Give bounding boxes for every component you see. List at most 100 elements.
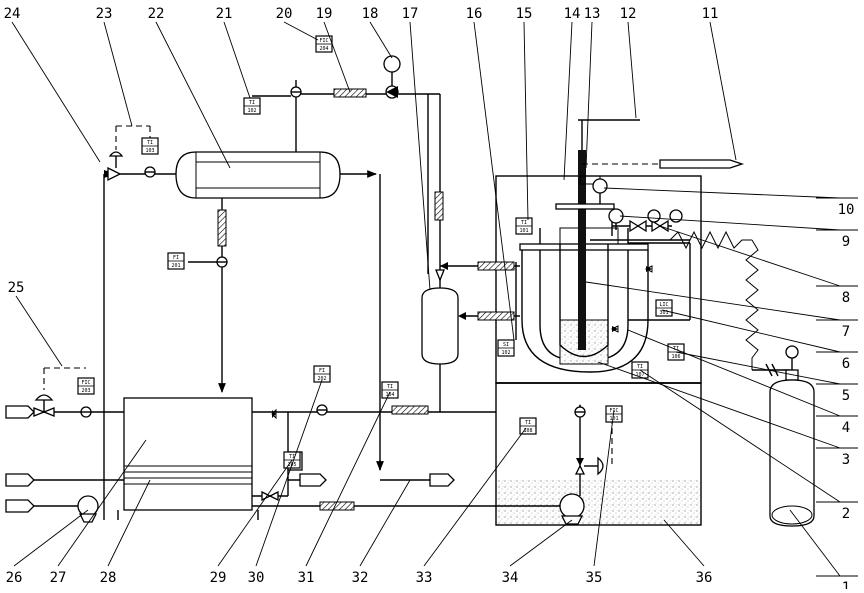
instrument-tag-text: 204 xyxy=(319,46,328,52)
callout-number: 20 xyxy=(276,6,293,22)
instrument-tag-ti_flow: TI 102 xyxy=(244,98,260,114)
gauge-10-icon xyxy=(593,179,607,193)
callout-number: 16 xyxy=(466,6,483,22)
instrument-tag-text: TI xyxy=(249,100,255,106)
instrument-tag-fi_left: FI 201 xyxy=(168,253,184,269)
instrument-tag-text: FI xyxy=(173,255,179,261)
callout-number: 11 xyxy=(702,6,719,22)
callout-21: 21 xyxy=(216,6,250,98)
callout-number: 9 xyxy=(842,234,850,250)
callout-number: 21 xyxy=(216,6,233,22)
callout-16: 16 xyxy=(466,6,514,340)
callout-15: 15 xyxy=(516,6,533,220)
instrument-tag-text: FI xyxy=(319,368,325,374)
callout-17: 17 xyxy=(402,6,430,290)
instrument-tag-text: 203 xyxy=(81,388,90,394)
callout-number: 12 xyxy=(620,6,637,22)
callout-number: 23 xyxy=(96,6,113,22)
instrument-tag-tc_top: TI104 xyxy=(382,382,398,398)
instrument-tag-text: TI xyxy=(521,220,527,226)
callout-number: 24 xyxy=(4,6,21,22)
callout-number: 15 xyxy=(516,6,533,22)
instrument-tag-text: SI xyxy=(503,342,509,348)
callout-26: 26 xyxy=(6,510,88,586)
callout-number: 7 xyxy=(842,324,850,340)
instrument-tag-reactor_ti: TI 101 xyxy=(516,218,532,234)
instrument-tag-text: 101 xyxy=(519,228,528,234)
callout-34: 34 xyxy=(502,520,572,586)
callout-24: 24 xyxy=(4,6,100,162)
callout-number: 27 xyxy=(50,570,67,586)
callout-number: 28 xyxy=(100,570,117,586)
instrument-tag-text: 102 xyxy=(501,350,510,356)
instrument-tag-fic_bottom: FIC101 xyxy=(606,406,622,422)
callout-number: 1 xyxy=(842,580,850,589)
thermocouple-probe xyxy=(660,160,742,168)
heat-exchanger-icon xyxy=(176,152,340,198)
callout-number: 29 xyxy=(210,570,227,586)
instrument-tag-text: 103 xyxy=(145,148,154,154)
instrument-tag-ti_lower: TI108 xyxy=(520,418,536,434)
callout-number: 35 xyxy=(586,570,603,586)
callout-number: 13 xyxy=(584,6,601,22)
callout-20: 20 xyxy=(276,6,318,40)
instrument-tag-text: TI xyxy=(637,364,643,370)
callout-number: 31 xyxy=(298,570,315,586)
callout-5: 5 xyxy=(676,352,858,404)
callout-32: 32 xyxy=(352,480,410,586)
callout-number: 32 xyxy=(352,570,369,586)
instrument-tag-fic_tank: FIC 203 xyxy=(78,378,94,394)
instrument-tag-reactor_si: SI 102 xyxy=(498,340,514,356)
instrument-tag-text: TI xyxy=(525,420,531,426)
instrument-tag-text: 101 xyxy=(609,416,618,422)
instrument-tag-text: LIC xyxy=(659,302,668,308)
callout-number: 18 xyxy=(362,6,379,22)
callout-10: 10 xyxy=(604,188,858,218)
sand-bath xyxy=(497,480,700,524)
instrument-tag-text: FIC xyxy=(81,380,90,386)
callout-number: 14 xyxy=(564,6,581,22)
callout-14: 14 xyxy=(564,6,581,180)
callout-number: 26 xyxy=(6,570,23,586)
callout-number: 6 xyxy=(842,356,850,372)
callout-6: 6 xyxy=(662,310,858,372)
instrument-tag-lic: LIC301 xyxy=(656,300,672,316)
pump-34-icon xyxy=(560,494,584,518)
instrument-tag-text: FIC xyxy=(319,38,328,44)
instrument-tag-text: TI xyxy=(147,140,153,146)
callout-number: 34 xyxy=(502,570,519,586)
callout-number: 19 xyxy=(316,6,333,22)
separator-vessel xyxy=(422,288,458,364)
callout-13: 13 xyxy=(584,6,601,168)
gas-cylinder-icon xyxy=(770,380,814,526)
stirrer-shaft xyxy=(578,150,586,350)
callout-number: 5 xyxy=(842,388,850,404)
gauge-icon xyxy=(384,56,400,72)
instrument-tag-fic_top: FIC 204 xyxy=(316,36,332,52)
callout-7: 7 xyxy=(586,282,858,340)
callout-number: 25 xyxy=(8,280,25,296)
callout-number: 36 xyxy=(696,570,713,586)
callout-12: 12 xyxy=(620,6,637,118)
callout-number: 30 xyxy=(248,570,265,586)
callout-number: 8 xyxy=(842,290,850,306)
callout-18: 18 xyxy=(362,6,392,58)
instrument-tag-hex_ti: TI 103 xyxy=(142,138,158,154)
callout-25: 25 xyxy=(8,280,62,366)
instrument-tag-text: TI xyxy=(387,384,393,390)
cylinder-gauge-icon xyxy=(786,346,798,358)
callout-22: 22 xyxy=(148,6,230,168)
callout-number: 10 xyxy=(838,202,855,218)
instrument-tag-text: 201 xyxy=(171,263,180,269)
callout-number: 2 xyxy=(842,506,850,522)
callout-number: 22 xyxy=(148,6,165,22)
instrument-tag-text: 102 xyxy=(247,108,256,114)
flow-element-icon xyxy=(291,87,301,97)
callout-11: 11 xyxy=(702,6,736,160)
callout-number: 33 xyxy=(416,570,433,586)
instrument-tag-text: 106 xyxy=(671,354,680,360)
callout-number: 3 xyxy=(842,452,850,468)
callout-number: 17 xyxy=(402,6,419,22)
